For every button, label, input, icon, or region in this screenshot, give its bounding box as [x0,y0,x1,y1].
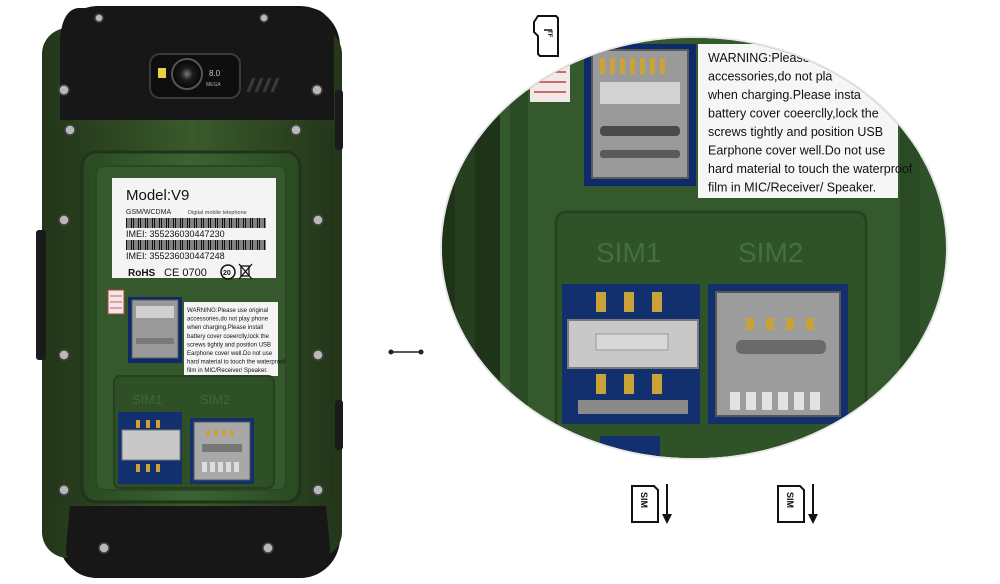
warning-sticker-zoom-line: film in MIC/Receiver/ Speaker. [708,181,876,195]
warning-sticker-line: WARNING:Please use original [187,308,268,314]
device-type-text: Digital mobile telephone [188,210,247,216]
eco-badge: 20 [223,270,231,277]
warning-sticker-line: battery cover coeerclly,lock the [187,334,270,340]
warning-sticker-zoom-line: Earphone cover well.Do not use [708,144,885,158]
network-text: GSM/WCDMA [126,209,171,216]
screw-group [58,13,324,554]
barcode-1 [126,218,266,228]
warning-sticker-line: screws tightly and position USB [187,342,271,348]
warning-sticker-line: Earphone cover well.Do not use [187,351,273,357]
camera-module: 8.0 MEGA [149,53,280,99]
barcode-2 [126,240,266,250]
tf-card-icon-text: TF [546,30,552,38]
callout-connector [388,349,424,355]
warning-sticker-zoom-line: WARNING:Please [708,51,810,65]
warning-sticker-zoom-line: when charging.Please insta [707,88,861,102]
slot-1-embossed-label: SIM1 [132,392,162,407]
sim-card-icon-1-text: SIM [639,492,649,508]
zoom-slot-1-embossed-label: SIM1 [596,237,661,268]
warning-sticker-line: accessories,do not play phone [187,317,269,323]
sim-2-slot-zoom [708,284,848,424]
sim-card-icon-2: SIM [777,484,818,524]
camera-megapixel-label: 8.0 [209,69,221,78]
warning-sticker: WARNING:Please use original accessories,d… [184,302,285,376]
imei-1-text: IMEI: 355236030447230 [126,229,225,239]
warning-sticker-zoom-line: accessories,do not pla [708,70,832,84]
wee-bin-icon [238,263,253,280]
warning-sticker-line: hard material to touch the waterproof [187,360,285,366]
ce-mark: CE 0700 [164,267,207,279]
warning-sticker-zoom-line: hard material to touch the waterproof [708,162,913,176]
sim-1-slot-zoom [562,284,700,424]
model-text: Model:V9 [126,187,189,204]
sim-card-icon-1: SIM [631,484,672,524]
rohs-mark: RoHS [128,268,156,279]
warning-sticker-line: film in MIC/Receiver/ Speaker. [187,368,268,374]
warning-sticker-zoom-line: battery cover coeerclly,lock the [708,107,879,121]
imei-2-text: IMEI: 355236030447248 [126,251,225,261]
tf-card-icon: TF [533,15,559,57]
warning-sticker-zoom-line: screws tightly and position USB [708,125,883,139]
model-label-sticker: Model:V9 GSM/WCDMA Digital mobile teleph… [112,178,276,280]
sim-1-slot [118,412,182,484]
tf-card-slot-zoom [584,44,696,186]
slot-2-embossed-label: SIM2 [200,392,230,407]
zoom-detail-ellipse: WARNING:Please accessories,do not pla when… [440,36,948,460]
warning-sticker-zoom: WARNING:Please accessories,do not pla when… [698,44,913,198]
camera-mega-label: MEGA [206,82,221,88]
tf-card-slot [128,297,182,363]
sim-card-icon-2-text: SIM [785,492,795,508]
sim-2-slot [190,418,254,484]
warning-sticker-line: when charging.Please install [186,325,263,331]
zoom-slot-2-embossed-label: SIM2 [738,237,803,268]
